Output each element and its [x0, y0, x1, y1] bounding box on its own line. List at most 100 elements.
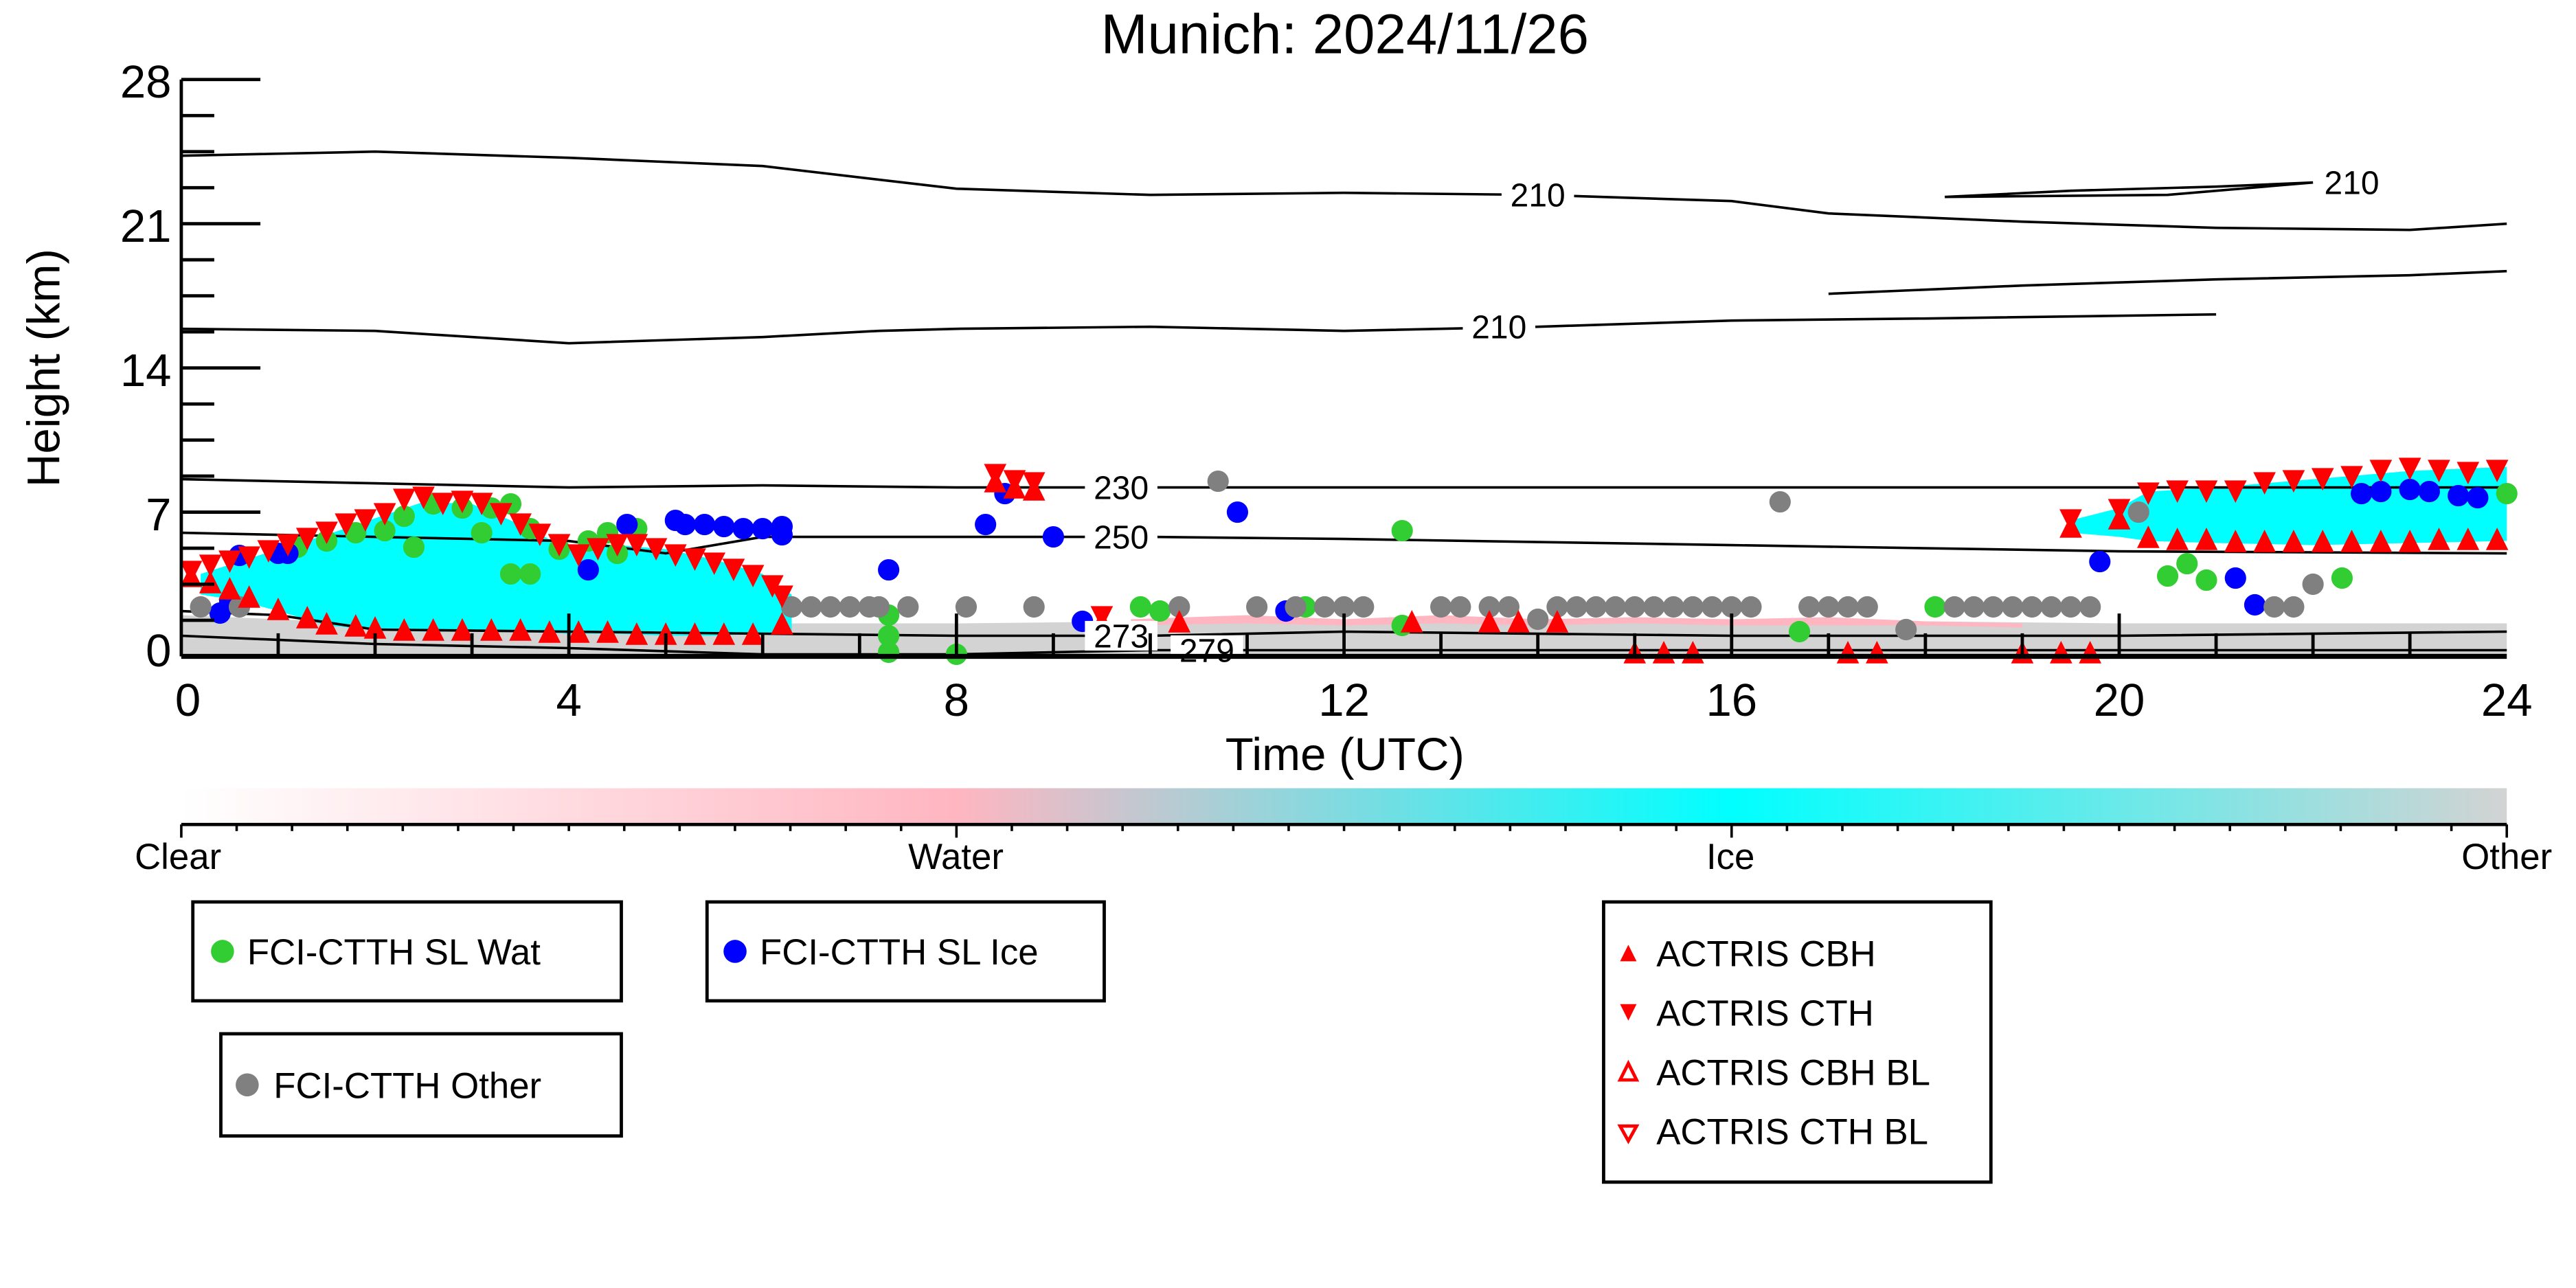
marker-actris-cth [2340, 466, 2363, 489]
contour-line-230 [181, 477, 2507, 489]
marker-fci-ctth-other [1498, 596, 1519, 618]
marker-fci-ctth-sl-wat [1391, 519, 1413, 542]
marker-fci-ctth-sl-wat [878, 641, 900, 664]
contour-label-bg [2315, 168, 2388, 198]
marker-fci-ctth-sl-wat [1788, 620, 1811, 643]
marker-fci-ctth-sl-wat [471, 521, 493, 544]
marker-fci-ctth-sl-wat [2496, 482, 2518, 505]
marker-actris-cth [315, 521, 338, 545]
marker-fci-ctth-other [1546, 596, 1568, 618]
legends: FCI-CTTH SL Wat FCI-CTTH Other FCI-CTTH … [191, 900, 1993, 1184]
marker-actris-cbh [344, 614, 368, 637]
x-tick-label: 20 [2094, 675, 2145, 726]
marker-actris-cbh [1400, 610, 1423, 633]
marker-actris-cth [771, 585, 793, 609]
marker-fci-ctth-sl-wat [1129, 596, 1151, 618]
marker-fci-ctth-other [1643, 596, 1665, 618]
marker-actris-cbh [567, 620, 590, 643]
marker-actris-cbh [712, 622, 736, 645]
marker-actris-cbh [2456, 528, 2480, 550]
marker-actris-cth [295, 528, 319, 551]
y-tick-label: 28 [120, 56, 172, 108]
marker-actris-cth [2224, 480, 2247, 504]
marker-fci-ctth-other [1963, 596, 1985, 618]
y-tick-label: 7 [146, 489, 171, 541]
marker-fci-ctth-other [1313, 596, 1335, 618]
marker-actris-cbh [2195, 528, 2218, 550]
legend-marker-cbh-bl [1617, 1059, 1640, 1082]
marker-fci-ctth-other [1982, 596, 2004, 618]
marker-fci-ctth-sl-ice [732, 517, 754, 540]
marker-fci-ctth-other [1285, 596, 1307, 618]
marker-actris-cbh [1478, 610, 1501, 633]
marker-fci-ctth-sl-wat [374, 519, 396, 542]
contour-line-250 [181, 531, 2507, 555]
y-axis-label: Height (km) [18, 249, 69, 487]
marker-fci-ctth-other [2127, 501, 2149, 523]
marker-actris-cbh [295, 606, 319, 629]
contour-label: 250 [1094, 519, 1149, 556]
marker-actris-cbh [2282, 530, 2305, 552]
x-tick-label: 24 [2481, 675, 2533, 726]
contour-line-210 [181, 313, 2217, 345]
legend-label-other: FCI-CTTH Other [273, 1065, 541, 1106]
marker-fci-ctth-other [2079, 596, 2101, 618]
y-tick-label: 14 [120, 345, 172, 396]
marker-actris-cth [431, 493, 455, 516]
marker-actris-cth [1003, 470, 1026, 493]
marker-fci-ctth-other [1604, 596, 1627, 618]
marker-fci-ctth-sl-ice [674, 513, 696, 536]
colorbar-label-other: Other [2461, 837, 2552, 877]
y-tick-label: 21 [120, 201, 172, 252]
legend-label-cth-bl: ACTRIS CTH BL [1656, 1112, 1928, 1153]
marker-actris-cth [2108, 499, 2131, 522]
x-axis-label: Time (UTC) [1225, 729, 1465, 780]
legend-wat: FCI-CTTH SL Wat [191, 900, 623, 1003]
marker-fci-ctth-sl-ice [1226, 501, 1249, 523]
marker-fci-ctth-other [868, 596, 890, 618]
colorbar-label-ice: Ice [1706, 837, 1754, 877]
marker-actris-cbh [2369, 530, 2393, 552]
marker-actris-cbh [596, 620, 619, 643]
marker-actris-cbh [315, 612, 338, 635]
marker-actris-cth [238, 546, 260, 569]
legend-label-wat: FCI-CTTH SL Wat [247, 932, 541, 973]
marker-fci-ctth-other [897, 596, 919, 618]
marker-fci-ctth-other [1585, 596, 1607, 618]
marker-fci-ctth-sl-ice [752, 517, 773, 540]
marker-fci-ctth-sl-wat [2195, 569, 2217, 591]
contour-label: 279 [1179, 633, 1234, 669]
contour-label-bg [1085, 620, 1157, 651]
colorbar-label-clear: Clear [135, 837, 221, 877]
marker-actris-cbh [683, 622, 706, 645]
marker-actris-cth [2485, 460, 2509, 483]
contour-label: 210 [1471, 309, 1526, 346]
marker-fci-ctth-sl-ice [713, 515, 735, 538]
marker-fci-ctth-other [839, 596, 861, 618]
marker-fci-ctth-other [1837, 596, 1859, 618]
contour-line-210 [1945, 181, 2314, 199]
marker-fci-ctth-sl-ice [2351, 482, 2373, 505]
x-tick-label: 8 [944, 675, 969, 726]
marker-fci-ctth-sl-wat [1924, 596, 1946, 618]
contour-label-bg [1085, 521, 1157, 552]
marker-actris-cth [984, 464, 1007, 487]
marker-fci-ctth-sl-ice [771, 523, 793, 546]
legend-marker-cth [1620, 1004, 1637, 1021]
marker-fci-ctth-sl-wat [878, 624, 900, 647]
legend-marker-cth-bl [1617, 1124, 1640, 1144]
marker-actris-cth [2311, 468, 2334, 491]
marker-actris-cth [2166, 480, 2189, 504]
marker-fci-ctth-other [1740, 596, 1762, 618]
marker-actris-cbh [2340, 530, 2363, 552]
marker-actris-cth [2253, 472, 2276, 495]
marker-fci-ctth-other [2040, 596, 2062, 618]
marker-actris-cbh [2428, 528, 2450, 550]
marker-actris-cbh [238, 585, 260, 608]
marker-actris-cth [2282, 470, 2305, 493]
legend-label-cth: ACTRIS CTH [1656, 993, 1874, 1034]
marker-actris-cbh [1507, 610, 1530, 633]
marker-actris-cbh [2166, 528, 2189, 550]
marker-actris-cth [722, 558, 745, 582]
marker-fci-ctth-other [1527, 608, 1549, 631]
